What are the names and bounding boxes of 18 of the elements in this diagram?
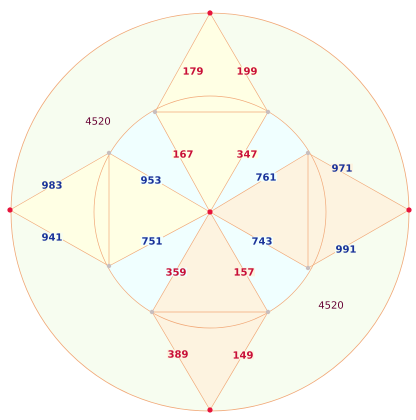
number-label: 743: [250, 236, 274, 246]
number-label: 991: [334, 244, 358, 254]
number-label: 983: [40, 180, 64, 190]
number-label: 179: [182, 66, 204, 76]
number-label: 347: [236, 150, 258, 158]
number-label: 199: [236, 66, 258, 76]
number-label: 389: [166, 350, 190, 358]
number-label: 941: [40, 232, 64, 242]
number-label: 4520: [84, 116, 112, 126]
number-label: 761: [254, 172, 278, 182]
number-label: 953: [140, 176, 162, 184]
number-label: 971: [330, 164, 354, 172]
number-label: 4520: [318, 300, 344, 310]
number-label: 359: [164, 268, 188, 276]
number-label: 149: [232, 350, 254, 360]
number-label: 167: [172, 150, 194, 158]
number-label: 157: [232, 268, 256, 276]
number-label: 751: [140, 236, 164, 246]
